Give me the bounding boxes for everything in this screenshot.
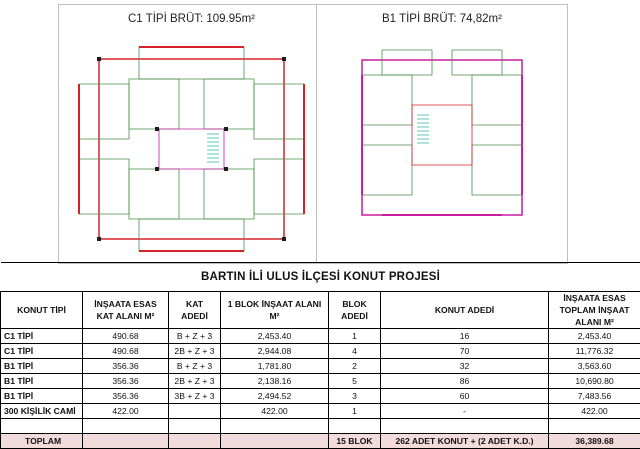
total-unit-count: 262 ADET KONUT + (2 ADET K.D.): [381, 434, 549, 449]
table-row: 300 KİŞİLİK CAMİ 422.00 422.00 1 - 422.0…: [1, 404, 640, 419]
header-blok-insaat-alani: 1 BLOK İNŞAAT ALANI M²: [221, 292, 329, 329]
row-block-count: 3: [329, 389, 381, 404]
table-title: BARTIN İLİ ULUS İLÇESİ KONUT PROJESİ: [1, 263, 640, 292]
table-total-row: TOPLAM 15 BLOK 262 ADET KONUT + (2 ADET …: [1, 434, 640, 449]
row-block-count: 1: [329, 404, 381, 419]
row-block-area: 2,453.40: [221, 329, 329, 344]
table-row: B1 TİPİ 356.36 B + Z + 3 1,781.80 2 32 3…: [1, 359, 640, 374]
row-floors: 3B + Z + 3: [169, 389, 221, 404]
row-type: B1 TİPİ: [1, 359, 83, 374]
table-row: C1 TİPİ 490.68 2B + Z + 3 2,944.08 4 70 …: [1, 344, 640, 359]
row-unit-count: 86: [381, 374, 549, 389]
b1-plan-panel: B1 TİPİ BRÜT: 74,82m²: [316, 4, 568, 264]
table-row: B1 TİPİ 356.36 3B + Z + 3 2,494.52 3 60 …: [1, 389, 640, 404]
row-type: B1 TİPİ: [1, 389, 83, 404]
row-floors: B + Z + 3: [169, 359, 221, 374]
table-title-row: BARTIN İLİ ULUS İLÇESİ KONUT PROJESİ: [1, 263, 640, 292]
row-total-area: 3,563.60: [549, 359, 640, 374]
row-base-area: 356.36: [83, 359, 169, 374]
row-block-count: 1: [329, 329, 381, 344]
row-type: 300 KİŞİLİK CAMİ: [1, 404, 83, 419]
table-row: C1 TİPİ 490.68 B + Z + 3 2,453.40 1 16 2…: [1, 329, 640, 344]
total-label: TOPLAM: [1, 434, 83, 449]
c1-plan-panel: C1 TİPİ BRÜT: 109.95m²: [58, 4, 325, 264]
row-floors: 2B + Z + 3: [169, 374, 221, 389]
row-base-area: 356.36: [83, 374, 169, 389]
header-toplam-insaat-alani: İNŞAATA ESAS TOPLAM İNŞAAT ALANI M²: [549, 292, 640, 329]
table-row-empty: [1, 419, 640, 434]
row-unit-count: 70: [381, 344, 549, 359]
project-table: BARTIN İLİ ULUS İLÇESİ KONUT PROJESİ KON…: [0, 262, 640, 449]
row-block-area: 2,944.08: [221, 344, 329, 359]
b1-plan-title: B1 TİPİ BRÜT: 74,82m²: [317, 13, 567, 25]
header-blok-adedi: BLOK ADEDİ: [329, 292, 381, 329]
row-block-area: 1,781.80: [221, 359, 329, 374]
row-block-count: 2: [329, 359, 381, 374]
row-unit-count: 60: [381, 389, 549, 404]
row-unit-count: -: [381, 404, 549, 419]
row-base-area: 422.00: [83, 404, 169, 419]
header-konut-tipi: KONUT TİPİ: [1, 292, 83, 329]
row-floors: 2B + Z + 3: [169, 344, 221, 359]
row-total-area: 422.00: [549, 404, 640, 419]
row-total-area: 10,690.80: [549, 374, 640, 389]
row-block-count: 4: [329, 344, 381, 359]
row-type: C1 TİPİ: [1, 344, 83, 359]
total-area: 36,389.68: [549, 434, 640, 449]
row-floors: [169, 404, 221, 419]
b1-floor-plan-drawing: [317, 45, 567, 225]
header-insaata-esas-kat-alani: İNŞAATA ESAS KAT ALANI M²: [83, 292, 169, 329]
row-block-count: 5: [329, 374, 381, 389]
header-kat-adedi: KAT ADEDİ: [169, 292, 221, 329]
project-table-wrap: BARTIN İLİ ULUS İLÇESİ KONUT PROJESİ KON…: [0, 262, 640, 441]
row-block-area: 2,138.16: [221, 374, 329, 389]
row-type: B1 TİPİ: [1, 374, 83, 389]
row-total-area: 11,776.32: [549, 344, 640, 359]
row-base-area: 490.68: [83, 329, 169, 344]
row-unit-count: 16: [381, 329, 549, 344]
table-header-row: KONUT TİPİ İNŞAATA ESAS KAT ALANI M² KAT…: [1, 292, 640, 329]
row-type: C1 TİPİ: [1, 329, 83, 344]
table-row: B1 TİPİ 356.36 2B + Z + 3 2,138.16 5 86 …: [1, 374, 640, 389]
c1-plan-title: C1 TİPİ BRÜT: 109.95m²: [59, 13, 324, 25]
row-unit-count: 32: [381, 359, 549, 374]
row-block-area: 2,494.52: [221, 389, 329, 404]
row-base-area: 356.36: [83, 389, 169, 404]
row-floors: B + Z + 3: [169, 329, 221, 344]
row-total-area: 7,483.56: [549, 389, 640, 404]
total-block-count: 15 BLOK: [329, 434, 381, 449]
row-base-area: 490.68: [83, 344, 169, 359]
row-block-area: 422.00: [221, 404, 329, 419]
header-konut-adedi: KONUT ADEDİ: [381, 292, 549, 329]
c1-floor-plan-drawing: [59, 39, 324, 259]
row-total-area: 2,453.40: [549, 329, 640, 344]
